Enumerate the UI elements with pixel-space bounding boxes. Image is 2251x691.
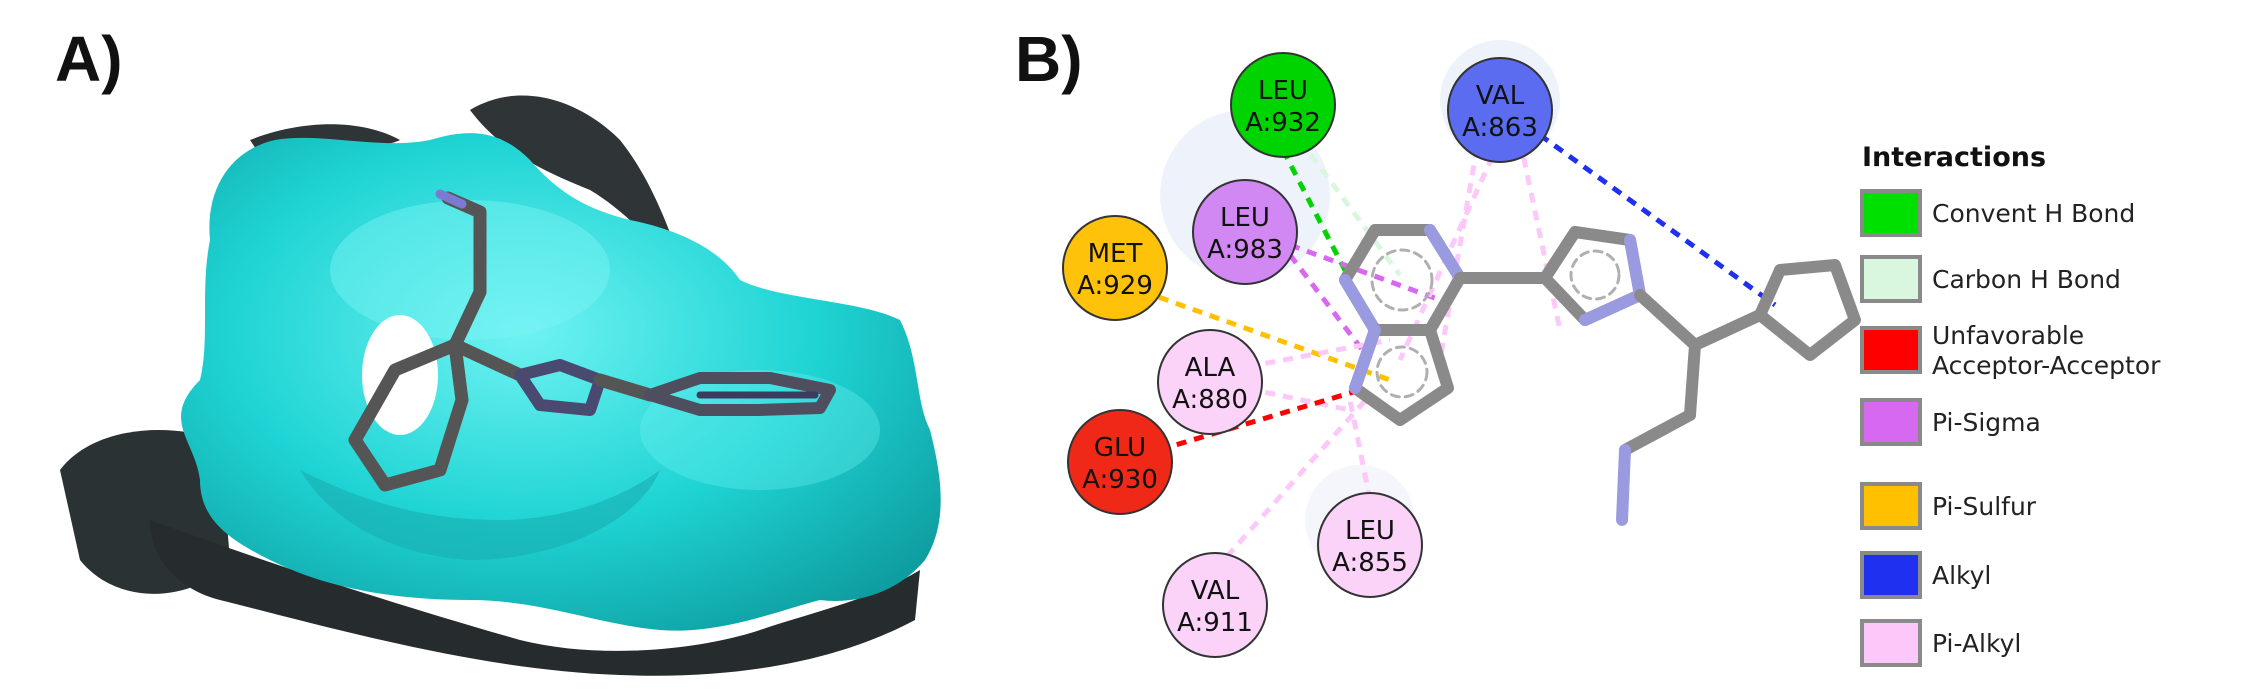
legend-label: Convent H Bond [1932, 199, 2135, 228]
residue-name: GLU [1094, 433, 1146, 463]
residue-id: A:911 [1177, 608, 1253, 638]
ligand-ring-n [1349, 324, 1381, 394]
legend-label: Acceptor-Acceptor [1932, 351, 2161, 380]
residue-circle [1317, 492, 1423, 598]
residue-name: VAL [1191, 576, 1240, 606]
legend-swatch [1860, 326, 1922, 374]
residue-name: LEU [1258, 76, 1308, 106]
binding-pocket-surface-view [60, 95, 941, 676]
residue-id: A:932 [1245, 108, 1321, 138]
residue-id: A:930 [1082, 465, 1158, 495]
interaction-line-pi-alkyl [1437, 129, 1483, 361]
panel-a-label: A) [55, 23, 123, 95]
ligand-bond [1689, 309, 1766, 351]
ligand-ring-n [1424, 224, 1466, 284]
residue-circle [1062, 215, 1168, 321]
panel-b-label: B) [1015, 23, 1083, 95]
interaction-line-hbond [1280, 148, 1353, 282]
interaction-line-pi-alkyl [1397, 138, 1503, 362]
interaction-line-pi-sigma [1289, 242, 1441, 303]
ligand-stick-model [348, 189, 836, 492]
ligand-2d-structure [1339, 224, 1861, 526]
residue-circle [1230, 52, 1336, 158]
legend-label: Pi-Sulfur [1932, 492, 2037, 521]
legend-swatch [1860, 189, 1922, 237]
legend-label: Carbon H Bond [1932, 265, 2121, 294]
ligand-nitrile-bond [435, 189, 467, 209]
residue-name: ALA [1185, 353, 1236, 383]
pocket-dark-top-ridge [470, 95, 700, 320]
residue-id: A:880 [1172, 385, 1248, 415]
residue-circle [1162, 552, 1268, 658]
ligand-bond [593, 373, 657, 402]
interaction-line-pi-sigma [1288, 253, 1372, 362]
ligand-bond [1619, 409, 1696, 456]
legend-label: Alkyl [1932, 561, 1991, 590]
interaction-line-pi-sulfur [1124, 282, 1391, 383]
residue-id: A:855 [1332, 548, 1408, 578]
ligand-pyrazole-ring [514, 359, 606, 416]
surface-highlight [330, 200, 610, 340]
legend-swatch [1860, 551, 1922, 599]
residue-name: LEU [1345, 516, 1395, 546]
legend-swatch [1860, 398, 1922, 446]
ligand-bond [1634, 289, 1701, 351]
residue-circle [1192, 179, 1298, 285]
aromatic-marker [1569, 249, 1621, 301]
aromatic-marker [1370, 248, 1434, 312]
residue-bubbles: LEUA:932VALA:863LEUA:983META:929ALAA:880… [1062, 52, 1553, 658]
ligand-cyclopentyl-ring [1754, 259, 1861, 361]
residue-id: A:929 [1077, 271, 1153, 301]
ligand-ring-n [1339, 274, 1381, 336]
residue-name: VAL [1476, 81, 1525, 111]
ligand-fused-rings [644, 372, 836, 416]
legend-label: Pi-Sigma [1932, 408, 2041, 437]
residue-name: LEU [1220, 203, 1270, 233]
legend-title: Interactions [1862, 142, 2046, 173]
interaction-line-pi-alkyl [1213, 393, 1372, 572]
legend-swatch [1860, 482, 1922, 530]
ligand-bond [1684, 339, 1701, 421]
legend-swatch [1860, 255, 1922, 303]
legend-label: Pi-Alkyl [1932, 629, 2021, 658]
residue-circle [1157, 329, 1263, 435]
ligand-bond [448, 338, 527, 382]
ligand-ring-n [1579, 289, 1646, 326]
interaction-line-alkyl [1538, 132, 1777, 308]
residue-name: MET [1088, 239, 1143, 269]
residue-circle [1447, 57, 1553, 163]
residue-circle [1067, 409, 1173, 515]
interaction-line-pi-alkyl [1517, 139, 1563, 331]
residue-id: A:983 [1207, 235, 1283, 265]
legend-swatch [1860, 619, 1922, 667]
ligand-cyclopentyl-ring [348, 338, 469, 492]
residue-id: A:863 [1462, 113, 1538, 143]
ligand-ring-n [1624, 234, 1646, 301]
pocket-dark-underside [150, 520, 920, 676]
pocket-inner-shadow [300, 470, 660, 560]
legend-label: Unfavorable [1932, 321, 2084, 350]
ligand-nitrile [1616, 444, 1631, 526]
aromatic-marker [1375, 345, 1429, 399]
